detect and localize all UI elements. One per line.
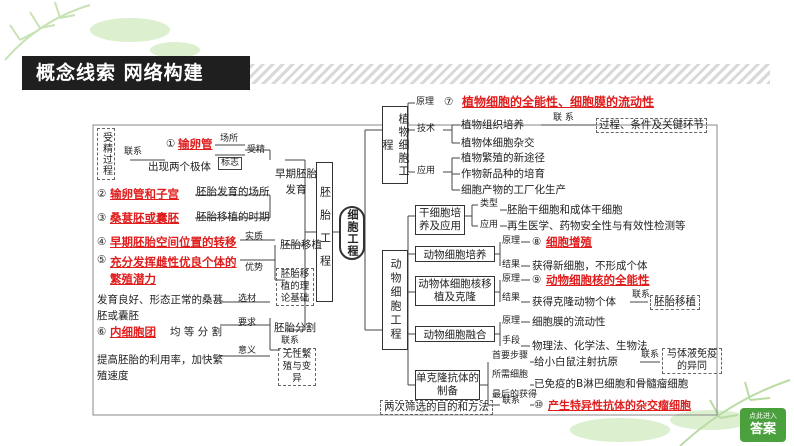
center-node: 细胞工程 bbox=[339, 206, 365, 260]
animal-stem-type: 胚胎干细胞和成体干细胞 bbox=[507, 204, 623, 216]
fusion-yuanli: 原理 bbox=[502, 316, 521, 326]
nt-yuanli: 原理 bbox=[502, 274, 521, 284]
mab-step1-label: 首要步骤 bbox=[492, 351, 529, 361]
animal-label: 动物细胞工程 bbox=[389, 258, 402, 342]
item2-number: ② bbox=[97, 188, 107, 200]
item6-answer: 内细胞团 bbox=[110, 325, 156, 339]
mab-cells: 已免疫的B淋巴细胞和骨髓瘤细胞 bbox=[534, 378, 689, 390]
item2-answer: 输卵管和子宫 bbox=[110, 187, 179, 201]
plant-yuanli: 原理 bbox=[416, 97, 435, 107]
develop-place: 胚胎发育的场所 bbox=[196, 186, 270, 198]
mab-screen-lianxi: 联系 bbox=[502, 396, 521, 406]
early-embryo: 早期胚胎发育 bbox=[275, 168, 317, 196]
transfer-theory: 胚胎移植的理论基础 bbox=[276, 268, 314, 306]
animal-stem-box: 干细胞培养及应用 bbox=[415, 205, 465, 235]
item1-number: ① bbox=[166, 138, 176, 150]
animal-culture-box: 动物细胞培养 bbox=[415, 246, 495, 262]
leaf-decoration-top-left bbox=[4, 1, 200, 61]
asexual-variation: 无性繁殖与变异 bbox=[278, 348, 316, 386]
mab-step1-link: 与体液免疫的异同 bbox=[662, 348, 722, 374]
embryo-changsuo: 场所 bbox=[220, 134, 239, 144]
nt-jieguo: 结果 bbox=[502, 293, 521, 303]
plant-app-3: 细胞产物的工厂化生产 bbox=[461, 184, 566, 196]
answer-button-label: 答案 bbox=[749, 422, 776, 437]
fusion-means: 物理法、化学法、生物法 bbox=[532, 340, 648, 352]
nt-link: 胚胎移植 bbox=[650, 295, 700, 310]
split-meaning: 提高胚胎的利用率，加快繁殖速度 bbox=[97, 354, 223, 382]
mab-screen: 两次筛选的目的和方法 bbox=[380, 400, 493, 415]
item7-answer: 植物细胞的全能性、细胞膜的流动性 bbox=[462, 95, 655, 109]
item6-number: ⑥ bbox=[97, 326, 107, 338]
culture-result: 获得新细胞，不形成个体 bbox=[532, 260, 648, 272]
culture-yuanli: 原理 bbox=[502, 236, 521, 246]
embryo-xuancai: 选材 bbox=[238, 294, 257, 304]
item7-number: ⑦ bbox=[444, 96, 454, 108]
embryo-lianxi1: 联系 bbox=[124, 147, 143, 157]
page-title: 概念线索 网络构建 bbox=[22, 56, 250, 90]
fusion-principle: 细胞膜的流动性 bbox=[532, 316, 606, 328]
plant-app-1: 植物繁殖的新途径 bbox=[461, 152, 545, 164]
embryo-node: 胚胎工程 bbox=[316, 162, 333, 302]
mab-cells-label: 所需细胞 bbox=[492, 370, 529, 380]
plant-tissue-culture: 植物组织培养 bbox=[461, 119, 524, 131]
embryo-lianxi2: 联系 bbox=[281, 336, 300, 346]
nt-result: 获得克隆动物个体 bbox=[532, 296, 616, 308]
plant-app-2: 作物新品种的培育 bbox=[461, 168, 545, 180]
plant-lianxi: 联 系 bbox=[553, 113, 574, 123]
item5-number: ⑤ bbox=[97, 254, 107, 266]
item3-number: ③ bbox=[97, 212, 107, 224]
plant-hybridization: 植物体细胞杂交 bbox=[461, 137, 535, 149]
culture-jieguo: 结果 bbox=[502, 260, 521, 270]
fertilization-process: 受精过程 bbox=[97, 128, 115, 180]
animal-fusion-box: 动物细胞融合 bbox=[415, 326, 495, 342]
embryo-biaozhi: 标志 bbox=[218, 157, 243, 170]
animal-nt-box: 动物体细胞核移植及克隆 bbox=[415, 276, 495, 306]
item10-number: ⑩ bbox=[534, 399, 544, 411]
plant-label: 植物细胞工程 bbox=[381, 112, 410, 178]
animal-node: 动物细胞工程 bbox=[382, 250, 408, 350]
item9-answer: 动物细胞核的全能性 bbox=[546, 273, 650, 287]
item9-number: ⑨ bbox=[532, 274, 542, 286]
embryo-youshi: 优势 bbox=[245, 263, 264, 273]
item8-answer: 细胞增殖 bbox=[546, 235, 592, 249]
plant-process: 过程、条件及关键环节 bbox=[596, 118, 707, 133]
item1-answer: 输卵管 bbox=[178, 137, 213, 151]
answer-button-caption: 点此进入 bbox=[749, 412, 777, 420]
split-even: 均 等 分 割 bbox=[170, 326, 223, 338]
plant-jishu: 技术 bbox=[417, 124, 436, 134]
embryo-transfer: 胚胎移植 bbox=[280, 239, 322, 251]
item4-number: ④ bbox=[97, 236, 107, 248]
item5-answer: 充分发挥雌性优良个体的繁殖潜力 bbox=[110, 255, 237, 286]
mab-step1: 给小白鼠注射抗原 bbox=[534, 356, 618, 368]
embryo-yaoqiu: 要求 bbox=[238, 318, 257, 328]
nt-lianxi: 联系 bbox=[632, 290, 651, 300]
two-polar-bodies: 出现两个极体 bbox=[148, 161, 211, 173]
embryo-split: 胚胎分割 bbox=[274, 322, 316, 334]
center-label: 细胞工程 bbox=[346, 209, 359, 257]
plant-yingyong: 应用 bbox=[417, 166, 436, 176]
transfer-time: 胚胎移植的时期 bbox=[196, 211, 270, 223]
answer-button[interactable]: 点此进入 答案 bbox=[740, 408, 786, 442]
embryo-yiyi: 意义 bbox=[238, 346, 257, 356]
animal-stem-leixing: 类型 bbox=[480, 199, 499, 209]
item8-number: ⑧ bbox=[532, 236, 542, 248]
fertilization-label: 受精过程 bbox=[100, 132, 112, 176]
item4-answer: 早期胚胎空间位置的转移 bbox=[110, 235, 237, 249]
plant-node: 植物细胞工程 bbox=[381, 106, 410, 184]
embryo-label: 胚胎工程 bbox=[318, 186, 332, 278]
embryo-shizhi: 实质 bbox=[245, 232, 264, 242]
fusion-shouduan: 手段 bbox=[502, 336, 521, 346]
animal-stem-app: 再生医学、药物安全性与有效性检测等 bbox=[507, 220, 686, 232]
mab-step1-lianxi: 联系 bbox=[641, 350, 660, 360]
split-material: 发育良好、形态正常的桑葚胚或囊胚 bbox=[97, 294, 223, 322]
mab-final-label: 最后的获得 bbox=[492, 390, 538, 400]
animal-stem-app-label: 应用 bbox=[480, 220, 499, 230]
title-stripe bbox=[250, 64, 770, 84]
item10-answer: 产生特异性抗体的杂交瘤细胞 bbox=[548, 399, 691, 412]
animal-mab-box: 单克隆抗体的制备 bbox=[415, 370, 480, 400]
embryo-shoujing: 受精 bbox=[247, 145, 266, 155]
item3-answer: 桑葚胚或囊胚 bbox=[110, 211, 179, 225]
